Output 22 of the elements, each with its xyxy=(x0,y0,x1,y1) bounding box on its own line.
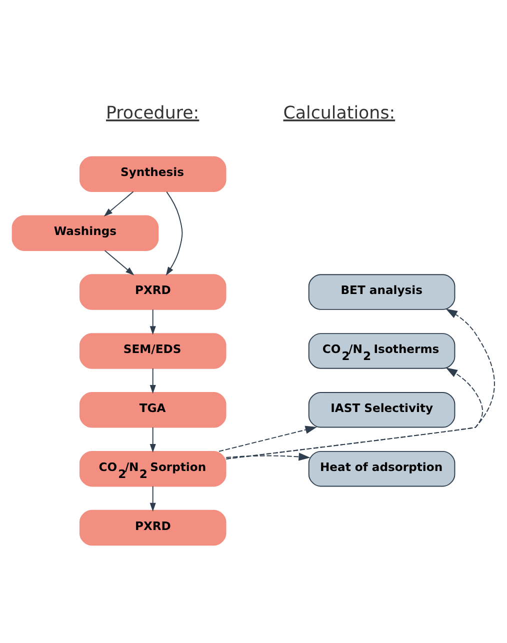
node-box: Synthesis xyxy=(79,156,226,192)
node-box: IAST Selectivity xyxy=(308,392,456,428)
arrow xyxy=(218,426,317,452)
node-box: SEM/EDS xyxy=(79,333,226,369)
label: Calculations: xyxy=(283,104,396,124)
arrow xyxy=(104,250,134,276)
node-box: TGA xyxy=(79,392,226,428)
arrow xyxy=(150,368,156,394)
label: Procedure: xyxy=(106,104,200,124)
node-box: Washings xyxy=(12,215,159,251)
node-box: BET analysis xyxy=(308,274,456,310)
arrow xyxy=(226,452,310,461)
arrow xyxy=(226,308,495,460)
node-box: Heat of adsorption xyxy=(308,450,456,487)
arrow xyxy=(226,368,483,460)
node-box: PXRD xyxy=(79,274,226,310)
arrow xyxy=(104,191,134,216)
arrow xyxy=(150,426,156,453)
node-box: PXRD xyxy=(79,510,226,546)
arrow xyxy=(150,309,156,335)
arrow xyxy=(150,486,156,512)
arrow xyxy=(166,191,183,276)
